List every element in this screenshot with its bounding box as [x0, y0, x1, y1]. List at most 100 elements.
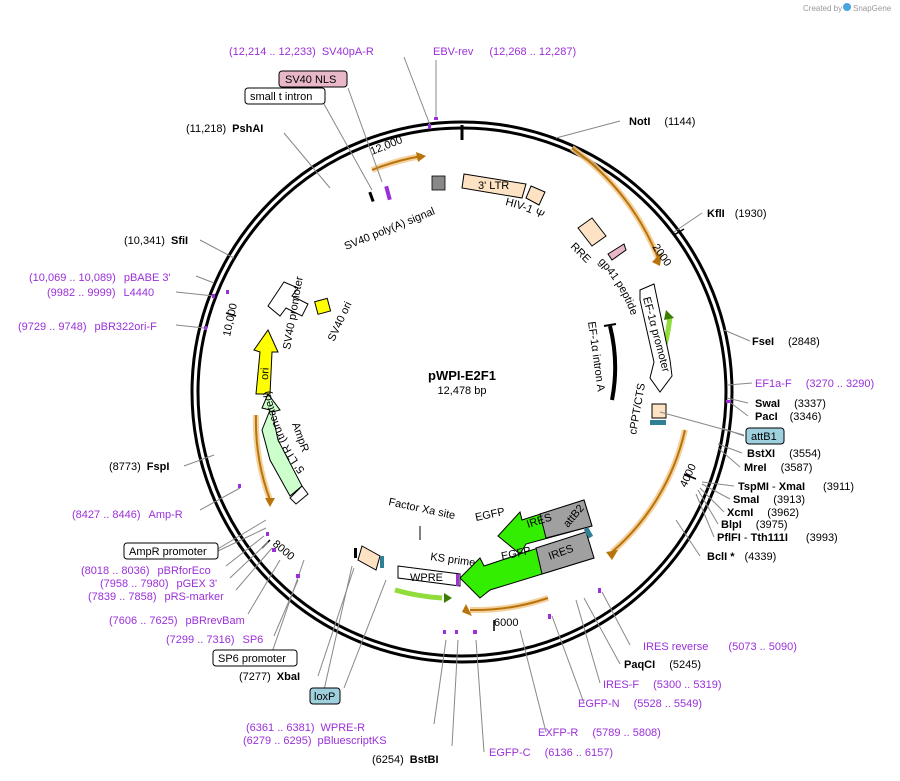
- enzyme-xcmi: XcmI(3962): [727, 507, 799, 519]
- small-t-intron-box: [244, 87, 326, 105]
- ef1a-intron-arc: [608, 325, 618, 401]
- enzyme-xbai: (7277)XbaI: [239, 671, 300, 683]
- enzyme-pflfi-tth111i: PflFI - Tth111I(3993): [717, 532, 838, 544]
- ori-label: ori: [259, 367, 272, 380]
- enzyme-sfii: (10,341)SfiI: [124, 235, 188, 247]
- egfp1-label: EGFP: [474, 506, 506, 524]
- tick-6000: 6000: [494, 617, 518, 629]
- plasmid-name: pWPI-E2F1: [428, 368, 496, 383]
- gp41-shape: [607, 243, 627, 261]
- primer-ebv-rev: EBV-rev(12,268 .. 12,287): [433, 46, 576, 58]
- primer-egfp-n: EGFP-N(5528 .. 5549): [578, 698, 702, 710]
- loxp-bar-right: [380, 556, 384, 568]
- primer-sv40pa-r: (12,214 .. 12,233)SV40pA-R: [229, 46, 374, 58]
- enzyme-tspmi-xmai: TspMI - XmaI(3911): [738, 481, 854, 493]
- enzyme-fsei: FseI(2848): [752, 336, 820, 348]
- hiv-psi-box: [525, 185, 546, 206]
- plasmid-size: 12,478 bp: [438, 385, 487, 397]
- loxp-box: [309, 687, 341, 705]
- primer-pbrforeco: (8018 .. 8036)pBRforEco: [81, 565, 211, 577]
- primer-sp6: (7299 .. 7316)SP6: [166, 634, 263, 646]
- sp6-promoter-box: [212, 649, 298, 667]
- wpre-bar: [456, 574, 459, 586]
- primer-exfp-r: EXFP-R(5789 .. 5808): [538, 727, 661, 739]
- primer-pbr322ori-f: (9729 .. 9748)pBR322ori-F: [18, 321, 157, 333]
- ef1a-promoter-arrow: [639, 283, 673, 393]
- enzyme-smai: SmaI(3913): [733, 494, 805, 506]
- wpre-green-arc: [394, 587, 443, 601]
- ef1a-intron-label: EF-1α intron A: [585, 321, 607, 393]
- enzyme-bcli: BclI *(4339): [707, 551, 776, 563]
- enzyme-fspi: (8773)FspI: [109, 461, 169, 473]
- primer-egfp-c: EGFP-C(6136 .. 6157): [489, 747, 613, 759]
- attb1-label: attB1: [751, 431, 777, 443]
- ires1-shape: [539, 499, 593, 539]
- sv40-promoter-arrow: [267, 281, 309, 317]
- ampr-promoter-shape: [289, 485, 309, 505]
- sv40-ori-label: SV40 ori: [326, 300, 355, 343]
- ampr-promoter-box: [123, 542, 219, 560]
- ampr-arrow: [261, 393, 303, 497]
- sv40-nls-box: [278, 70, 348, 88]
- factor-xa-label: Factor Xa site: [387, 496, 456, 522]
- attb1-box: [745, 427, 785, 445]
- sv40-nls-bar: [384, 185, 392, 201]
- enzyme-bstxi: BstXI(3554): [747, 448, 821, 460]
- wpre-shape: [397, 565, 461, 587]
- loxp-bar-left: [354, 548, 357, 558]
- enzyme-bstbi: (6254)BstBI: [372, 754, 439, 766]
- cppt-box: [651, 403, 667, 419]
- credit-prefix: Created by: [803, 4, 842, 13]
- ampr-promoter-label: AmpR promoter: [129, 546, 207, 558]
- puro-arrowhead: [664, 310, 674, 320]
- primer-ef1a-f: EF1a-F(3270 .. 3290): [755, 378, 874, 390]
- enzyme-swai: SwaI(3337): [755, 398, 826, 410]
- enzyme-noti: NotI(1144): [629, 116, 695, 128]
- credit-brand: SnapGene: [853, 4, 892, 13]
- primer-ires-reverse: IRES reverse(5073 .. 5090): [643, 641, 797, 653]
- primer-pgex3: (7958 .. 7980)pGEX 3': [100, 578, 217, 590]
- sv40-nls-label: SV40 NLS: [285, 74, 336, 86]
- ef1a-intron-start-bar: [603, 323, 617, 327]
- small-t-intron-label: small t intron: [250, 91, 312, 103]
- primer-pbabe3: (10,069 .. 10,089)pBABE 3': [29, 272, 171, 284]
- rre-shape: [577, 217, 607, 247]
- primer-pbluescriptks: (6279 .. 6295)pBluescriptKS: [243, 735, 387, 747]
- gp41-label: gp41 peptide: [596, 256, 640, 317]
- ires2-shape: [535, 531, 595, 575]
- ori-arrow: [253, 328, 279, 395]
- primer-wpre-r: (6361 .. 6381)WPRE-R: [246, 722, 365, 734]
- sv40-polya-label: SV40 poly(A) signal: [343, 205, 437, 252]
- loxp-label: loxP: [314, 691, 335, 703]
- enzyme-paci: PacI(3346): [755, 411, 821, 423]
- small-t-intron-bar: [368, 191, 375, 203]
- snapgene-logo-icon: [843, 3, 851, 11]
- wpre-green-arrowhead: [444, 593, 452, 603]
- three-ltr-shape: [461, 173, 527, 199]
- attb2-marker: [583, 527, 594, 539]
- leader-lines: [175, 56, 753, 753]
- primer-markers: [204, 117, 731, 634]
- backbone-outer-circle: [190, 120, 734, 664]
- enzyme-mrei: MreI(3587): [744, 462, 812, 474]
- tick-2000: 2000: [650, 242, 674, 269]
- orf-arrowheads: [265, 152, 662, 616]
- cppt-label: cPPT/CTS: [627, 382, 648, 435]
- sp6-promoter-label: SP6 promoter: [218, 653, 286, 665]
- primer-ires-f: IRES-F(5300 .. 5319): [603, 679, 722, 691]
- primer-prs-marker: (7839 .. 7858)pRS-marker: [88, 591, 224, 603]
- sv40-ori-box: [314, 297, 332, 315]
- attb1-marker: [650, 420, 666, 425]
- five-ltr-box: [357, 545, 381, 571]
- primer-amp-r: (8427 .. 8446)Amp-R: [72, 509, 183, 521]
- enzyme-paqci: PaqCI(5245): [624, 659, 701, 671]
- three-ltr-label: 3' LTR: [478, 180, 509, 192]
- primer-l4440: (9982 .. 9999)L4440: [47, 287, 154, 299]
- primer-pbrrevbam: (7606 .. 7625)pBRrevBam: [109, 615, 245, 627]
- enzyme-kfli: KflI(1930): [707, 208, 767, 220]
- tick-10000: 10,000: [221, 302, 240, 337]
- wpre-label: WPRE: [410, 572, 443, 584]
- rre-label: RRE: [568, 241, 593, 266]
